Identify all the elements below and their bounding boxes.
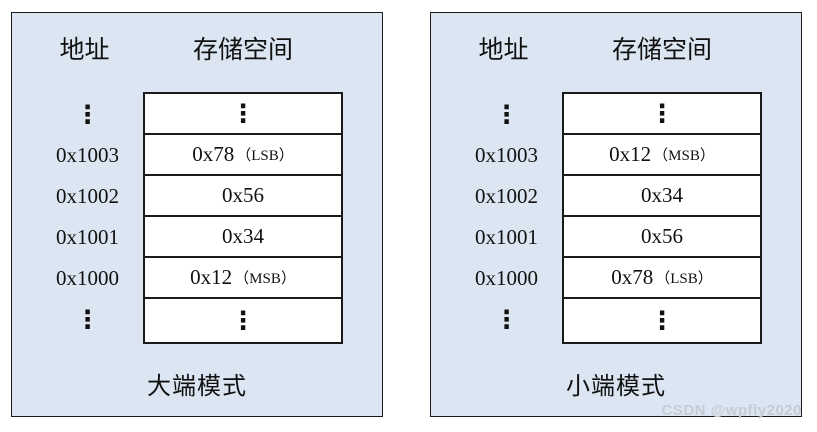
storage-column-header: 存储空间 [611,37,712,64]
memory-cell-value: 0x56 [222,183,264,207]
memory-cell: 0x56 [564,217,760,258]
memory-cell-ellipsis: ⋮ [145,94,341,135]
storage-column-header: 存储空间 [192,37,293,64]
address-label-0x1001: 0x1001 [56,225,119,249]
column-headers: 地址 存储空间 [431,35,801,67]
memory-cell: 0x12 （MSB） [564,135,760,176]
address-ellipsis: ⋮ [494,305,519,334]
address-label-0x1000: 0x1000 [475,266,538,290]
memory-layout: ⋮ 0x1003 0x1002 0x1001 0x1000 ⋮ ⋮ 0x78 （… [12,92,343,344]
address-ellipsis: ⋮ [75,100,100,129]
memory-cell-value: 0x34 [222,224,264,248]
csdn-watermark: CSDN @wpfly2020 [661,402,802,419]
address-ellipsis: ⋮ [75,305,100,334]
lsb-tag: （LSB） [655,271,713,287]
little-endian-panel: 地址 存储空间 ⋮ 0x1003 0x1002 0x1001 0x1000 ⋮ … [430,12,802,417]
memory-cell-value: 0x78 [192,142,235,166]
address-label-0x1001: 0x1001 [475,225,538,249]
memory-cell: 0x34 [564,176,760,217]
memory-cell-value: 0x56 [641,224,683,248]
address-column-header: 地址 [478,37,529,64]
memory-cell-value: 0x12 [190,265,233,289]
memory-cell-value: 0x34 [641,183,683,207]
address-label-0x1002: 0x1002 [475,184,538,208]
address-label-0x1000: 0x1000 [56,266,119,290]
msb-tag: （MSB） [653,148,715,164]
memory-table: ⋮ 0x12 （MSB） 0x34 0x56 0x78 （LSB） ⋮ [562,92,762,344]
memory-cell-ellipsis: ⋮ [564,94,760,135]
memory-cell: 0x78 （LSB） [145,135,341,176]
memory-layout: ⋮ 0x1003 0x1002 0x1001 0x1000 ⋮ ⋮ 0x12 （… [431,92,762,344]
msb-tag: （MSB） [234,271,296,287]
memory-cell: 0x34 [145,217,341,258]
lsb-tag: （LSB） [236,148,294,164]
address-label-0x1003: 0x1003 [475,143,538,167]
address-column: ⋮ 0x1003 0x1002 0x1001 0x1000 ⋮ [12,92,143,344]
memory-cell: 0x12 （MSB） [145,258,341,299]
memory-table: ⋮ 0x78 （LSB） 0x56 0x34 0x12 （MSB） ⋮ [143,92,343,344]
memory-cell-value: 0x12 [609,142,652,166]
address-label-0x1002: 0x1002 [56,184,119,208]
memory-cell: 0x78 （LSB） [564,258,760,299]
memory-cell-value: 0x78 [611,265,654,289]
memory-cell: 0x56 [145,176,341,217]
address-column-header: 地址 [59,37,110,64]
memory-cell-ellipsis: ⋮ [145,299,341,342]
little-endian-caption: 小端模式 [566,374,666,400]
address-column: ⋮ 0x1003 0x1002 0x1001 0x1000 ⋮ [431,92,562,344]
big-endian-caption: 大端模式 [147,374,247,400]
address-ellipsis: ⋮ [494,100,519,129]
big-endian-panel: 地址 存储空间 ⋮ 0x1003 0x1002 0x1001 0x1000 ⋮ … [11,12,383,417]
address-label-0x1003: 0x1003 [56,143,119,167]
memory-cell-ellipsis: ⋮ [564,299,760,342]
column-headers: 地址 存储空间 [12,35,382,67]
